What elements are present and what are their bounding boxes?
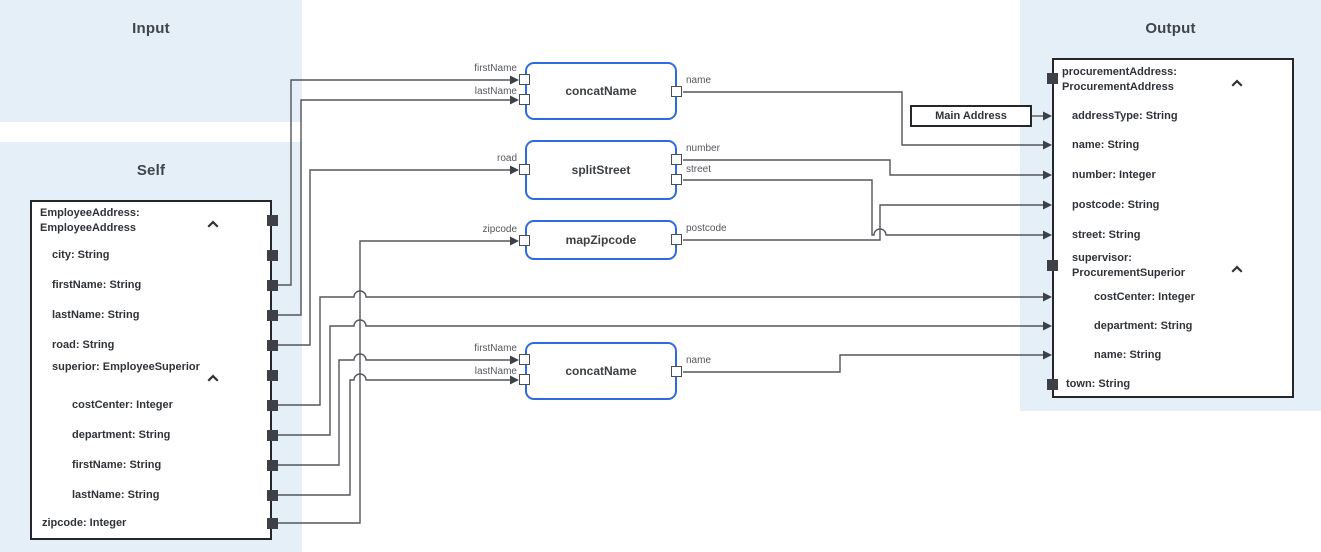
port-label-concatname1-lastname: lastName <box>474 86 517 97</box>
port-concatname2-out-name[interactable] <box>671 366 682 377</box>
wire-mainaddress-to-output-addresstype[interactable] <box>1032 111 1052 121</box>
source-field-zipcode[interactable]: zipcode: Integer <box>42 517 127 529</box>
port-label-concatname1-firstname: firstName <box>474 63 517 74</box>
source-field-road[interactable]: road: String <box>52 339 115 351</box>
chevron-up-icon[interactable] <box>206 216 220 228</box>
target-field-street[interactable]: street: String <box>1072 229 1141 241</box>
input-panel-title: Input <box>132 20 170 37</box>
wire-costcenter-to-output-costcenter[interactable] <box>278 290 1052 406</box>
port-label-concatname1-name: name <box>686 75 712 86</box>
source-field-lastname[interactable]: lastName: String <box>52 309 140 321</box>
connector-source-superior-costcenter[interactable] <box>267 400 278 411</box>
wire-splitstreet-number-to-output-number[interactable] <box>683 159 1052 180</box>
target-field-number[interactable]: number: Integer <box>1072 169 1156 181</box>
connector-source-firstname[interactable] <box>267 280 278 291</box>
connector-target-supervisor[interactable] <box>1047 260 1058 271</box>
target-field-town[interactable]: town: String <box>1066 378 1131 390</box>
port-label-concatname2-name: name <box>686 355 712 366</box>
connector-source-zipcode[interactable] <box>267 518 278 529</box>
port-concatname2-in-lastname[interactable] <box>519 374 530 385</box>
source-field-superior-lastname[interactable]: lastName: String <box>72 489 160 501</box>
transform-mapzipcode[interactable]: mapZipcode <box>525 220 677 260</box>
port-concatname1-in-firstname[interactable] <box>519 74 530 85</box>
transform-mapzipcode-label: mapZipcode <box>565 233 637 247</box>
source-schema-box: EmployeeAddress: EmployeeAddress city: S… <box>30 200 272 540</box>
port-label-concatname2-lastname: lastName <box>474 366 517 377</box>
target-field-addresstype[interactable]: addressType: String <box>1072 110 1178 122</box>
chevron-up-icon[interactable] <box>206 370 220 382</box>
source-root-row[interactable]: EmployeeAddress: EmployeeAddress <box>40 206 205 236</box>
connector-source-superior-firstname[interactable] <box>267 460 278 471</box>
port-mapzipcode-out-postcode[interactable] <box>671 234 682 245</box>
source-superior-label: superior: EmployeeSuperior <box>52 361 200 373</box>
wire-firstname-to-concatname1[interactable] <box>278 75 519 286</box>
target-field-supervisor-name[interactable]: name: String <box>1094 349 1162 361</box>
source-field-superior-department[interactable]: department: String <box>72 429 171 441</box>
port-concatname1-out-name[interactable] <box>671 86 682 97</box>
source-field-superior-costcenter[interactable]: costCenter: Integer <box>72 399 173 411</box>
transform-concatname-1-label: concatName <box>565 84 637 98</box>
self-panel-title: Self <box>136 162 166 179</box>
output-panel-title: Output <box>1145 20 1196 37</box>
target-field-postcode[interactable]: postcode: String <box>1072 199 1160 211</box>
wire-road-to-splitstreet[interactable] <box>278 165 519 346</box>
connector-target-root[interactable] <box>1047 73 1058 84</box>
wire-lastname-to-concatname1[interactable] <box>278 95 519 316</box>
target-schema-box: procurementAddress: ProcurementAddress a… <box>1052 58 1294 398</box>
target-supervisor-label: supervisor: ProcurementSuperior <box>1072 252 1186 279</box>
chevron-up-icon[interactable] <box>1230 261 1244 273</box>
transform-splitstreet[interactable]: splitStreet <box>525 140 677 200</box>
port-label-mapzipcode-zipcode: zipcode <box>482 224 517 235</box>
port-splitstreet-out-street[interactable] <box>671 174 682 185</box>
target-root-row[interactable]: procurementAddress: ProcurementAddress <box>1062 65 1230 95</box>
connector-source-superior-department[interactable] <box>267 430 278 441</box>
source-field-superior-firstname[interactable]: firstName: String <box>72 459 162 471</box>
wire-superior-lastname-to-concatname2[interactable] <box>278 373 519 496</box>
port-label-splitstreet-number: number <box>686 143 720 154</box>
port-concatname2-in-firstname[interactable] <box>519 354 530 365</box>
wire-concatname2-name-to-output-supervisor-name[interactable] <box>683 350 1052 373</box>
target-field-name[interactable]: name: String <box>1072 139 1140 151</box>
connector-source-root[interactable] <box>267 215 278 226</box>
connector-source-city[interactable] <box>267 250 278 261</box>
port-label-mapzipcode-postcode: postcode <box>686 223 727 234</box>
panel-input: Input <box>0 0 302 122</box>
wire-concatname1-name-to-output-name[interactable] <box>683 91 1052 150</box>
connector-target-town[interactable] <box>1047 379 1058 390</box>
transform-concatname-1[interactable]: concatName <box>525 62 677 120</box>
source-field-firstname[interactable]: firstName: String <box>52 279 142 291</box>
target-root-label: procurementAddress: ProcurementAddress <box>1062 66 1177 93</box>
source-root-label: EmployeeAddress: EmployeeAddress <box>40 207 140 234</box>
port-splitstreet-in-road[interactable] <box>519 164 530 175</box>
port-label-splitstreet-street: street <box>686 164 712 175</box>
connector-source-superior[interactable] <box>267 370 278 381</box>
wire-zipcode-to-mapzipcode[interactable] <box>278 236 519 524</box>
port-label-splitstreet-road: road <box>496 153 517 164</box>
connector-source-road[interactable] <box>267 340 278 351</box>
port-concatname1-in-lastname[interactable] <box>519 94 530 105</box>
chevron-up-icon[interactable] <box>1230 75 1244 87</box>
source-field-city[interactable]: city: String <box>52 249 110 261</box>
wire-splitstreet-street-to-output-street[interactable] <box>683 179 1052 240</box>
port-splitstreet-out-number[interactable] <box>671 154 682 165</box>
port-mapzipcode-in-zipcode[interactable] <box>519 235 530 246</box>
target-supervisor-row[interactable]: supervisor: ProcurementSuperior <box>1072 251 1227 281</box>
transform-splitstreet-label: splitStreet <box>571 163 631 177</box>
connector-source-superior-lastname[interactable] <box>267 490 278 501</box>
wire-department-to-output-department[interactable] <box>278 319 1052 436</box>
connector-source-lastname[interactable] <box>267 310 278 321</box>
wire-superior-firstname-to-concatname2[interactable] <box>278 353 519 466</box>
target-field-supervisor-costcenter[interactable]: costCenter: Integer <box>1094 291 1195 303</box>
source-superior-row[interactable]: superior: EmployeeSuperior <box>52 360 202 390</box>
target-field-supervisor-department[interactable]: department: String <box>1094 320 1193 332</box>
constant-main-address[interactable]: Main Address <box>910 105 1032 127</box>
transform-concatname-2[interactable]: concatName <box>525 342 677 400</box>
wire-mapzipcode-postcode-to-output-postcode[interactable] <box>683 200 1052 241</box>
port-label-concatname2-firstname: firstName <box>474 343 517 354</box>
transform-concatname-2-label: concatName <box>565 364 637 378</box>
